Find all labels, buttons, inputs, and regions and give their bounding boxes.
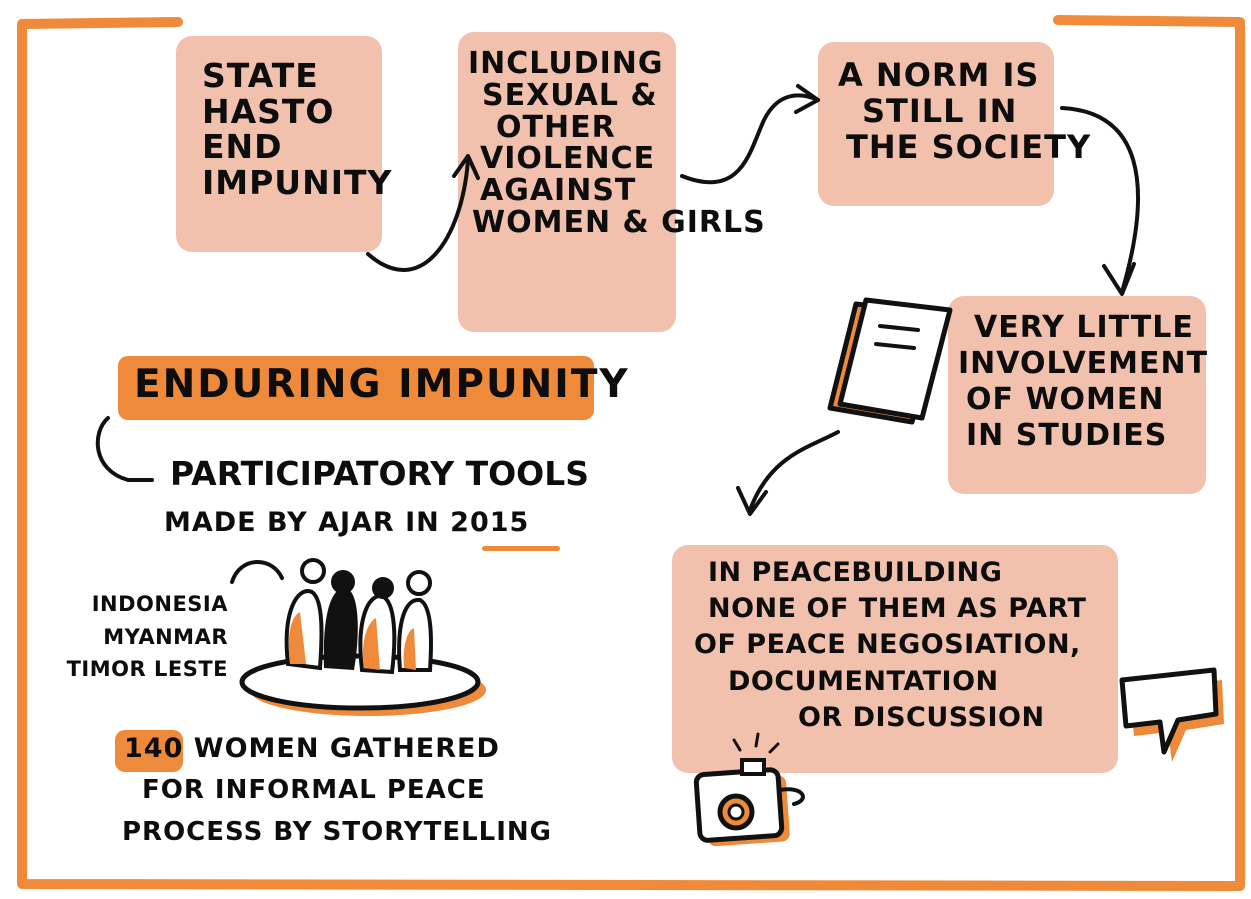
countries-pointer [230, 560, 284, 584]
tools-year: 2015 [450, 507, 530, 538]
note-little-line: VERY LITTLE [974, 310, 1194, 345]
note-norm-line: STILL IN [862, 91, 1018, 130]
note-state-bg [176, 36, 382, 252]
camera-icon [693, 732, 805, 847]
note-norm: A NORM IS STILL IN THE SOCIETY [838, 56, 1092, 166]
note-norm-bg [818, 42, 1054, 206]
note-state-line: HASTO [202, 91, 335, 131]
tools-line1: PARTICIPATORY TOOLS [170, 454, 590, 493]
heading-enduring-impunity: ENDURING IMPUNITY [134, 362, 630, 407]
note-peace-line: OF PEACE NEGOSIATION, [694, 629, 1081, 661]
arrow-norm-to-little [1060, 106, 1140, 294]
note-including-line: WOMEN & GIRLS [472, 204, 766, 240]
country-name: MYANMAR [103, 624, 228, 649]
note-including-line: INCLUDING [468, 46, 664, 81]
note-little-bg [948, 296, 1206, 494]
note-including-line: VIOLENCE [480, 141, 656, 177]
note-norm-line: THE SOCIETY [846, 127, 1092, 166]
note-peace: IN PEACEBUILDING NONE OF THEM AS PART OF… [694, 555, 1086, 736]
note-peace-bg [672, 545, 1118, 773]
arrow-including-to-norm [680, 93, 820, 185]
stat-line1-rest: WOMEN GATHERED [193, 733, 500, 764]
note-including-line: OTHER [496, 109, 616, 145]
tools-line2-prefix: MADE BY AJAR IN [164, 507, 440, 538]
note-state: STATE HASTO END IMPUNITY [202, 58, 392, 201]
note-little-line: IN STUDIES [966, 418, 1168, 453]
stat-line1: 140 WOMEN GATHERED [124, 734, 500, 763]
note-state-line: IMPUNITY [202, 162, 393, 202]
heading-highlight [118, 356, 594, 420]
arrow-book-to-peace [748, 430, 840, 512]
stat-line3: PROCESS BY STORYTELLING [122, 817, 553, 847]
tools-line2: MADE BY AJAR IN 2015 [164, 508, 529, 537]
note-including: INCLUDING SEXUAL & OTHER VIOLENCE AGAINS… [468, 48, 766, 239]
note-little: VERY LITTLE INVOLVEMENT OF WOMEN IN STUD… [958, 310, 1208, 454]
book-icon [827, 297, 953, 425]
stat-number: 140 [124, 733, 184, 764]
note-little-line: INVOLVEMENT [958, 346, 1209, 381]
note-peace-line: IN PEACEBUILDING [708, 557, 1003, 588]
countries-list: INDONESIA MYANMAR TIMOR LESTE [66, 588, 228, 686]
note-peace-line: DOCUMENTATION [728, 665, 999, 697]
arrow-state-to-including [366, 158, 470, 272]
note-peace-line: OR DISCUSSION [798, 701, 1045, 733]
heading-bracket [95, 416, 154, 482]
note-little-line: OF WOMEN [966, 382, 1165, 417]
note-state-line: END [202, 127, 283, 167]
note-including-line: AGAINST [480, 173, 637, 209]
note-including-bg [458, 32, 676, 332]
number-highlight [115, 730, 183, 772]
year-underline [482, 546, 560, 551]
note-state-line: STATE [202, 56, 319, 95]
country-name: INDONESIA [91, 592, 228, 616]
country-name: TIMOR LESTE [66, 657, 228, 682]
note-peace-line: NONE OF THEM AS PART [708, 593, 1087, 625]
stat-line2: FOR INFORMAL PEACE [142, 775, 486, 805]
note-norm-line: A NORM IS [838, 56, 1040, 94]
women-circle-illustration [239, 558, 486, 716]
speech-bubble-icon [1119, 667, 1224, 762]
note-including-line: SEXUAL & [482, 77, 658, 113]
